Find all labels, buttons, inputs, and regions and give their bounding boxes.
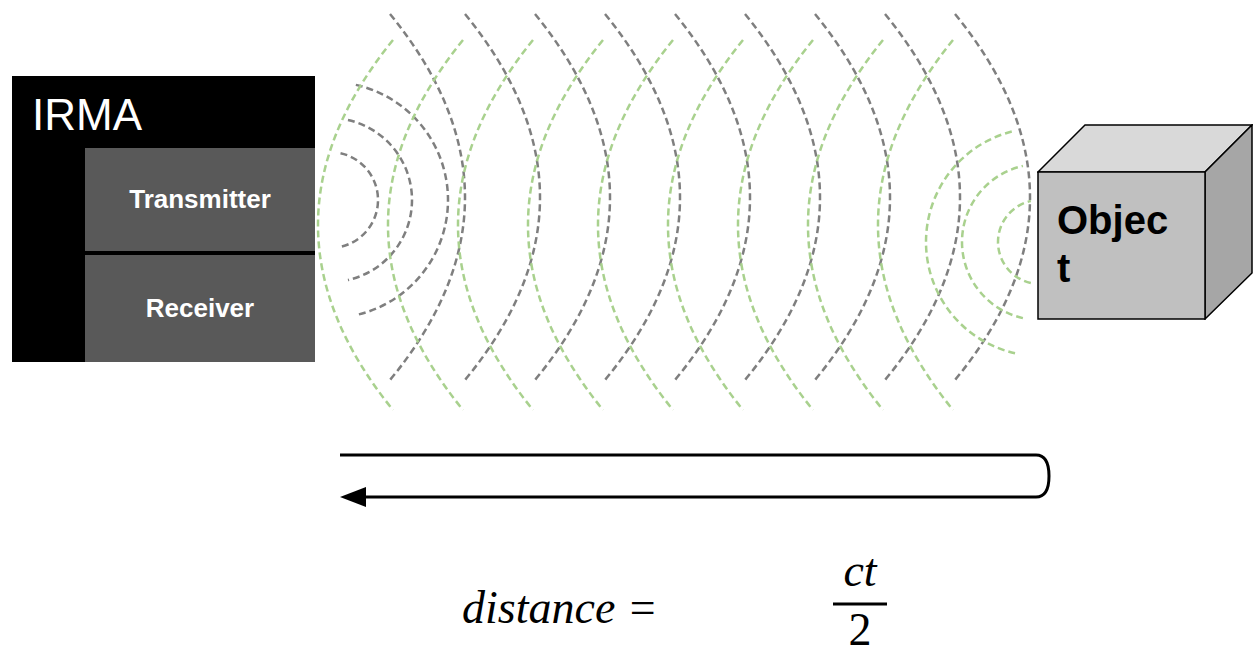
outgoing-wave [341,153,378,247]
outgoing-wave [535,14,610,380]
round-trip-path [340,455,1049,497]
component-box: Transmitter [85,148,315,253]
fraction-bar [833,603,887,606]
returning-wave [318,40,393,410]
object-cube: Objec t [1037,124,1253,320]
node-label: Transmitter [123,184,277,215]
outgoing-wave [955,14,1030,380]
outgoing-wave [605,14,680,380]
returning-wave [388,40,463,410]
returning-wave [926,131,1015,353]
returning-wave [998,201,1031,283]
returning-wave [738,40,813,410]
returning-wave [528,40,603,410]
outgoing-wave [465,14,540,380]
returning-wave [808,40,883,410]
outgoing-wave [356,85,448,315]
formula-numerator: ct [843,548,876,594]
component-box: Receiver [85,255,315,362]
device-box: TransmitterReceiver IRMA [12,76,315,362]
arrow-head [340,487,366,507]
returning-wave [878,40,953,410]
node-label: Receiver [140,293,260,324]
outgoing-wave [390,14,465,380]
outgoing-wave [885,14,960,380]
formula-text: distance = [462,585,658,631]
returning-wave [458,40,533,410]
returning-wave [598,40,673,410]
node-label: IRMA [32,90,142,140]
outgoing-wave [815,14,890,380]
cube-face [1038,172,1205,319]
outgoing-wave [745,14,820,380]
cube-face [1205,125,1252,319]
returning-wave [962,166,1023,318]
returning-wave [668,40,743,410]
outgoing-wave [348,120,412,280]
outgoing-wave [675,14,750,380]
formula-denominator: 2 [849,607,872,653]
node-label: Objec t [1057,196,1185,292]
